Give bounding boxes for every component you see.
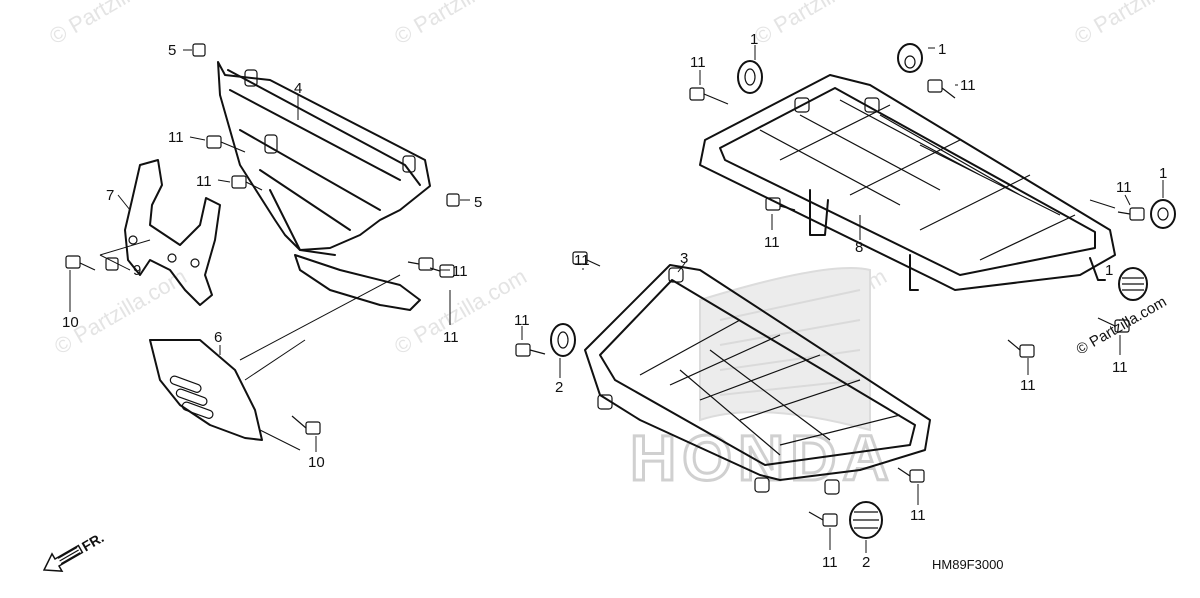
bolt-icon <box>765 197 796 211</box>
front-carrier-part-4 <box>217 61 431 311</box>
bolt-icon <box>897 467 925 483</box>
callout-number: 11 <box>168 129 184 146</box>
grommet-icon <box>1150 199 1176 229</box>
watermark-text: © Partzilla.com <box>1074 293 1170 358</box>
skid-plate-part-6 <box>149 339 263 441</box>
nut-icon <box>192 43 206 57</box>
grommet-icon <box>737 60 763 94</box>
bolt-icon <box>1117 207 1145 221</box>
grommet-group <box>550 43 1176 539</box>
callout-number: 11 <box>514 312 530 329</box>
callout-number: 11 <box>690 54 706 71</box>
callout-number: 2 <box>555 379 563 396</box>
callout-number: 1 <box>938 41 946 58</box>
diagram-code: HM89F3000 <box>932 557 1004 572</box>
callout-number: 8 <box>855 239 863 256</box>
callout-number: 10 <box>62 314 79 331</box>
callout-number: 1 <box>1105 262 1113 279</box>
bolt-icon <box>808 511 838 527</box>
honda-wing-logo: HONDA <box>629 267 895 496</box>
callout-number: 7 <box>106 187 114 204</box>
grommet-icon <box>550 323 576 357</box>
honda-logo-text: HONDA <box>630 422 895 494</box>
bolt-icon <box>927 79 956 99</box>
rear-basket-part-3 <box>584 264 931 495</box>
callout-number: 9 <box>133 262 141 279</box>
callout-number: 11 <box>196 173 212 190</box>
callout-number: 10 <box>308 454 325 471</box>
callout-number: 11 <box>910 507 926 524</box>
callout-number: 5 <box>168 42 176 59</box>
bolt-icon <box>515 343 546 357</box>
callout-number: 1 <box>1159 165 1167 182</box>
rear-carrier-part-8 <box>699 74 1116 291</box>
callout-labels: 1 1 1 1 2 2 3 4 5 5 6 7 8 9 10 10 11 11 … <box>62 31 1167 571</box>
callout-number: 6 <box>214 329 222 346</box>
watermark-text: © Partzilla.com <box>45 0 186 49</box>
callout-number: 1 <box>750 31 758 48</box>
watermark-text: © Partzilla.com <box>1070 0 1200 49</box>
callout-number: 11 <box>1116 179 1132 196</box>
watermark-text: © Partzilla.com <box>750 0 891 49</box>
callout-number: 11 <box>960 77 976 94</box>
direction-label: FR. <box>79 529 107 554</box>
nut-icon <box>446 193 460 207</box>
callout-number: 11 <box>452 263 468 280</box>
bolt-icon <box>231 175 263 191</box>
grommet-icon <box>849 501 883 539</box>
watermark-text: © Partzilla.com <box>390 0 531 49</box>
callout-number: 4 <box>294 80 302 97</box>
bolt-icon <box>572 251 601 267</box>
bolt-icon <box>1097 317 1130 333</box>
bolt-icon <box>1007 339 1035 358</box>
bolt-icon <box>429 264 455 278</box>
callout-number: 3 <box>680 250 688 267</box>
bolt-icon <box>65 255 96 271</box>
callout-number: 11 <box>443 329 459 346</box>
grommet-icon <box>1118 267 1148 301</box>
watermark-text: © Partzilla.com <box>50 264 191 360</box>
bolt-icon <box>407 257 434 271</box>
callout-number: 5 <box>474 194 482 211</box>
bolt-icon <box>206 135 246 153</box>
nut-icon <box>105 257 119 271</box>
callout-number: 11 <box>574 252 590 269</box>
bolt-icon <box>291 415 321 435</box>
stay-part-7 <box>124 159 221 306</box>
callout-number: 11 <box>1020 377 1036 394</box>
front-direction-indicator: FR. <box>42 529 107 572</box>
fastener-group <box>65 43 1145 527</box>
grommet-icon <box>897 43 923 73</box>
callout-number: 11 <box>764 234 780 251</box>
callout-number: 11 <box>822 554 838 571</box>
callout-number: 2 <box>862 554 870 571</box>
leader-lines <box>69 45 1164 553</box>
callout-number: 11 <box>1112 359 1128 376</box>
bolt-icon <box>689 87 729 105</box>
